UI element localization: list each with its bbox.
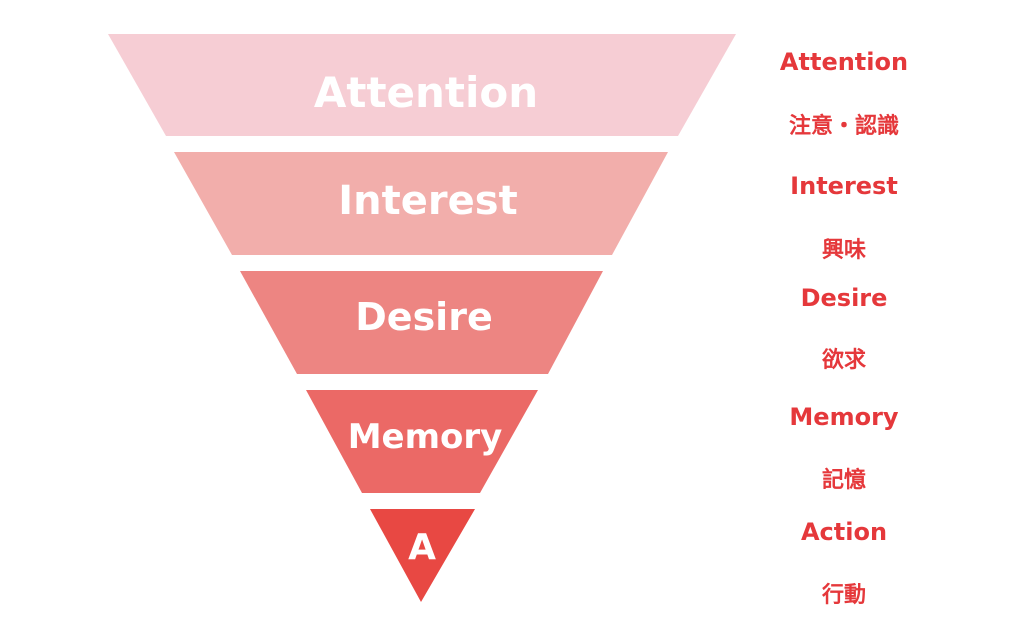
side-label-action-jp: 行動	[821, 583, 866, 608]
funnel-label-action: A	[408, 527, 436, 568]
side-label-memory-jp: 記憶	[821, 468, 866, 493]
funnel-segment-memory	[306, 390, 538, 493]
side-label-desire-jp: 欲求	[821, 348, 866, 373]
side-label-desire-en: Desire	[800, 284, 888, 312]
funnel-segment-attention	[108, 34, 736, 136]
side-label-interest-en: Interest	[790, 172, 898, 200]
side-label-interest-jp: 興味	[821, 238, 866, 263]
funnel-label-memory: Memory	[348, 417, 503, 457]
funnel-segment-action	[370, 509, 475, 602]
funnel-label-attention: Attention	[314, 68, 538, 117]
funnel-segment-interest	[174, 152, 668, 255]
funnel-segment-desire	[240, 271, 603, 374]
side-label-attention-jp: 注意・認識	[788, 114, 899, 139]
side-label-memory-en: Memory	[789, 403, 899, 431]
funnel-label-interest: Interest	[338, 178, 517, 224]
side-label-attention-en: Attention	[779, 48, 909, 76]
funnel-label-desire: Desire	[355, 295, 492, 339]
side-label-action-en: Action	[800, 518, 888, 546]
